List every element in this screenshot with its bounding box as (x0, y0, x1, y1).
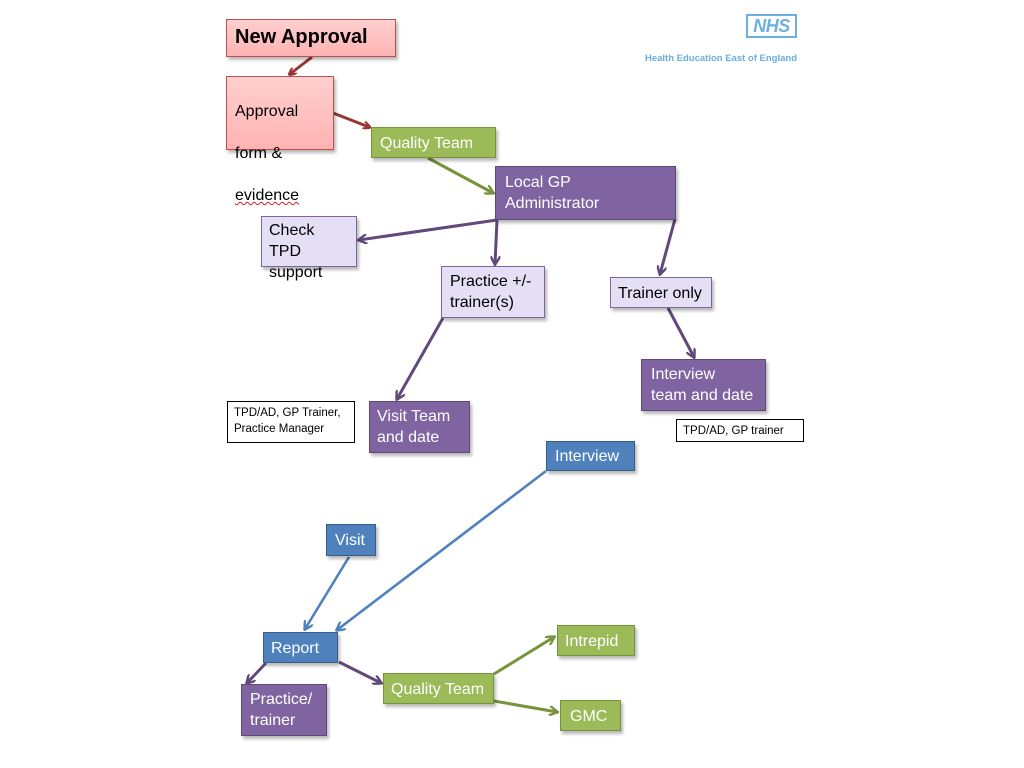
node-trainer-only: Trainer only (610, 277, 712, 308)
node-local-gp-administrator: Local GP Administrator (495, 166, 676, 220)
arrow-qualityteam-to-intrepid (493, 637, 554, 676)
node-approval-form: Approval form & evidence (226, 76, 334, 204)
arrow-admin-to-practice (495, 219, 497, 264)
node-interview: Interview (546, 441, 635, 471)
node-intrepid: Intrepid (557, 625, 635, 656)
organisation-name: Health Education East of England (644, 53, 797, 64)
arrow-report-to-qualityteam (338, 660, 381, 683)
node-interview-team-date: Interview team and date (641, 359, 766, 411)
node-gmc: GMC (560, 700, 621, 731)
arrow-form-to-qualityteam (332, 111, 369, 127)
approval-form-line-1: Approval (235, 103, 299, 120)
note-visit-attendees: TPD/AD, GP Trainer, Practice Manager (227, 401, 355, 443)
node-check-tpd-support: Check TPD support (261, 216, 357, 281)
nhs-logo: NHS (746, 14, 797, 38)
node-new-approval: New Approval (226, 19, 396, 57)
node-report: Report (263, 632, 338, 663)
node-practice-trainer: Practice/ trainer (241, 684, 327, 736)
approval-form-line-2: form & (235, 145, 283, 162)
arrow-practice-to-visitteam (397, 317, 445, 399)
approval-form-line-3: evidence (235, 187, 300, 204)
node-quality-team-bottom: Quality Team (383, 673, 494, 704)
node-quality-team-top: Quality Team (371, 127, 496, 158)
note-interview-attendees: TPD/AD, GP trainer (676, 419, 804, 442)
node-practice-trainers: Practice +/- trainer(s) (441, 266, 545, 318)
arrow-admin-to-checktpd (359, 218, 498, 240)
arrow-visit-to-report (305, 556, 351, 629)
arrow-report-to-practicetrainer (247, 661, 268, 683)
arrow-qualityteam-to-admin (427, 156, 493, 193)
node-visit: Visit (326, 524, 376, 556)
arrow-qualityteam-to-gmc (493, 699, 557, 712)
arrow-newapproval-to-form (290, 55, 313, 74)
arrow-traineronly-to-interviewteam (666, 307, 694, 357)
node-visit-team-date: Visit Team and date (369, 401, 470, 453)
arrow-admin-to-traineronly (660, 218, 677, 274)
